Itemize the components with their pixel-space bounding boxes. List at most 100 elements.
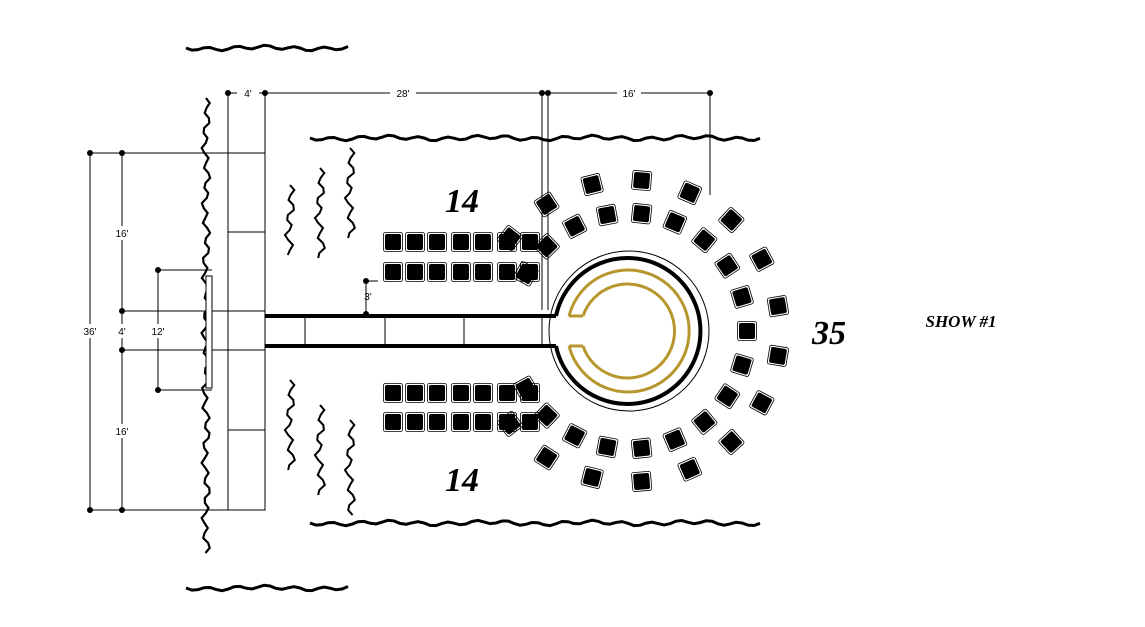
- seat: [451, 232, 471, 252]
- seat: [630, 203, 653, 225]
- seat: [533, 444, 560, 471]
- seat: [677, 456, 703, 482]
- seat: [383, 232, 403, 252]
- dim-lower-label: 16': [115, 427, 128, 438]
- seat: [718, 206, 745, 233]
- dimension-dot: [539, 90, 545, 96]
- seat: [451, 412, 471, 432]
- seat: [473, 262, 493, 282]
- dim-label-bg: [617, 87, 641, 100]
- seat: [473, 383, 493, 403]
- curtain-drape: [185, 43, 349, 53]
- dimension-dot: [119, 150, 125, 156]
- seat: [730, 285, 754, 309]
- seat: [749, 246, 775, 272]
- dimension-dot: [363, 278, 369, 284]
- dim-label-bg: [146, 324, 170, 338]
- seat: [533, 233, 560, 260]
- seat: [691, 408, 718, 435]
- seat: [662, 210, 688, 235]
- seat: [383, 262, 403, 282]
- dimension-dot: [119, 507, 125, 513]
- seat: [497, 262, 517, 282]
- dim-runway-label: 28': [396, 89, 409, 100]
- seat: [562, 423, 588, 449]
- dimension-dot: [119, 347, 125, 353]
- seat: [427, 262, 447, 282]
- dimension-dot: [225, 90, 231, 96]
- seat: [631, 170, 653, 192]
- dim-label-bg: [112, 324, 132, 338]
- dimension-dot: [155, 267, 161, 273]
- dim-label-bg: [390, 87, 416, 100]
- seat: [497, 225, 523, 251]
- seat: [677, 180, 703, 206]
- seat: [766, 295, 789, 318]
- seat: [383, 383, 403, 403]
- dimension-dot: [119, 308, 125, 314]
- seat: [714, 252, 741, 279]
- seat: [730, 353, 754, 377]
- seat: [766, 344, 789, 367]
- stage-ring: [567, 268, 691, 394]
- seat: [714, 383, 741, 410]
- seat: [383, 412, 403, 432]
- seat: [427, 232, 447, 252]
- curtain-drape: [313, 167, 326, 259]
- seat: [497, 411, 523, 437]
- curtain-drape: [283, 379, 296, 471]
- dim-middle-label: 4': [118, 327, 126, 338]
- seat: [427, 383, 447, 403]
- seat: [473, 232, 493, 252]
- seat: [513, 261, 539, 287]
- dimension-dot: [707, 90, 713, 96]
- seat: [580, 173, 604, 197]
- seat: [405, 383, 425, 403]
- seat: [631, 470, 653, 492]
- dim-screen-label: 12': [151, 327, 164, 338]
- stage-structure: [205, 152, 710, 511]
- dim-stage-label: 16': [622, 89, 635, 100]
- dimension-dot: [87, 507, 93, 513]
- curtain-drape: [309, 133, 761, 143]
- seat: [580, 465, 604, 489]
- dimension-dot: [262, 90, 268, 96]
- dim-total-label: 36': [83, 327, 96, 338]
- curtain-drape: [309, 518, 761, 528]
- seat: [405, 412, 425, 432]
- dimension-dot: [155, 387, 161, 393]
- dimension-markers: [87, 90, 713, 513]
- seat: [513, 375, 539, 401]
- seat-count-top: 14: [445, 183, 479, 220]
- seats: [383, 170, 789, 492]
- curtain-drape: [283, 184, 296, 256]
- seat: [562, 213, 588, 239]
- dim-edge-label: 4': [244, 89, 252, 100]
- curtain-drape: [343, 419, 356, 516]
- seat: [691, 227, 718, 254]
- dim-runway-width-label: 3': [364, 292, 372, 303]
- seat: [520, 232, 540, 252]
- seat: [533, 191, 560, 218]
- seat: [662, 427, 688, 452]
- dim-label-bg: [78, 324, 102, 338]
- dimension-dot: [545, 90, 551, 96]
- seat: [596, 203, 619, 227]
- seat: [718, 429, 745, 456]
- seat: [405, 232, 425, 252]
- dim-label-bg: [110, 226, 134, 240]
- seat: [405, 262, 425, 282]
- seat-count-bottom: 14: [445, 462, 479, 499]
- dim-label-bg: [237, 87, 259, 100]
- seat: [533, 402, 560, 429]
- curtain-drape: [313, 404, 326, 496]
- dim-label-bg: [110, 424, 134, 438]
- seat: [737, 321, 757, 341]
- seat-count-right: 35: [811, 315, 846, 352]
- curtain-drape: [343, 147, 356, 239]
- seat: [473, 412, 493, 432]
- seat: [451, 262, 471, 282]
- seat: [497, 383, 517, 403]
- dim-upper-label: 16': [115, 229, 128, 240]
